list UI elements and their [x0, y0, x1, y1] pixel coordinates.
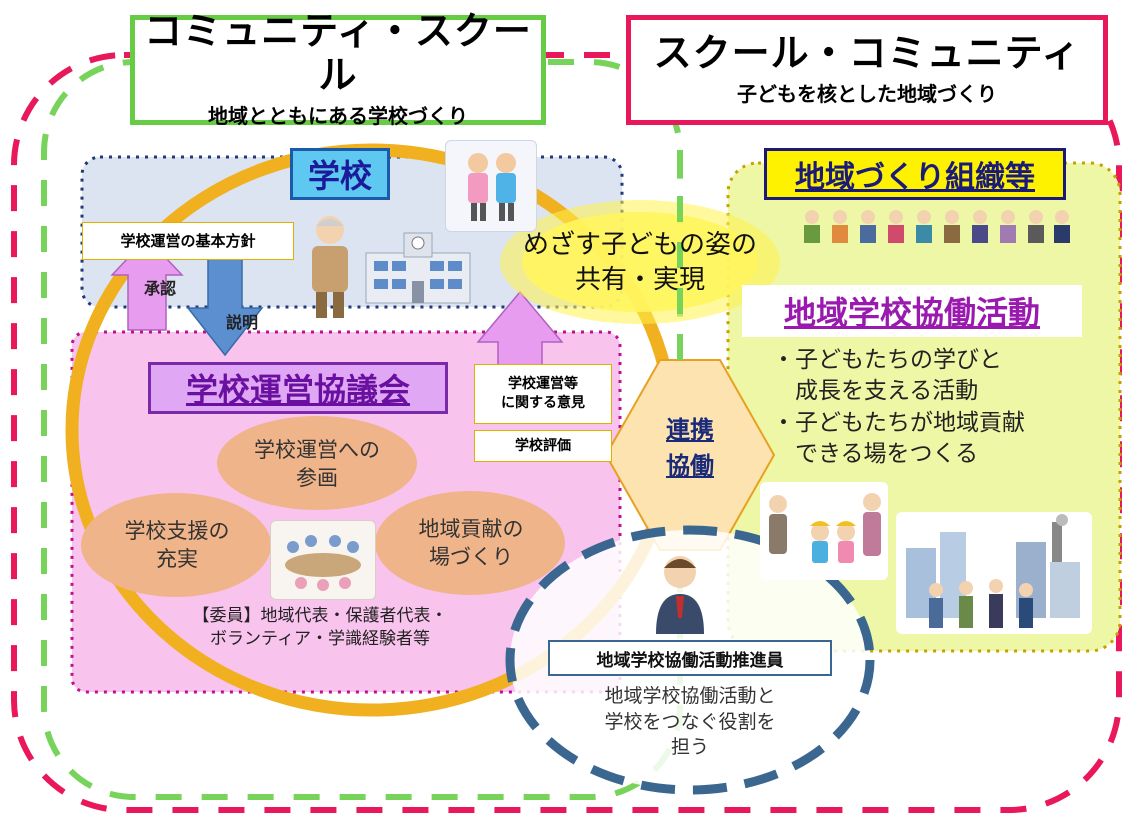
- shared-goal-text: めざす子どもの姿の 共有・実現: [522, 230, 757, 296]
- coordinator-description: 地域学校協働活動と 学校をつなぐ役割を 担う: [604, 685, 776, 759]
- principal-icon: [300, 212, 360, 320]
- council-members: 【委員】地域代表・保護者代表・ ボランティア・学識経験者等: [192, 606, 448, 649]
- oval-contribution: 地域貢献の 場づくり: [418, 516, 524, 569]
- meeting-icon: [270, 520, 376, 600]
- oval-contribution-bg: [375, 491, 565, 595]
- children-elders-icon: [760, 482, 888, 580]
- school-community-title: スクール・コミュニティ: [653, 31, 1081, 76]
- oval-support-bg: [81, 493, 271, 597]
- oval-support: 学校支援の 充実: [124, 518, 230, 571]
- region-label: 地域づくり組織等: [764, 148, 1066, 200]
- activity-bullet-2: ・子どもたちが地域貢献 できる場をつくる: [772, 410, 1025, 468]
- outer-magenta-dashed-frame: [11, 52, 1122, 813]
- school-community-subtitle: 子どもを核とした地域づくり: [737, 81, 997, 106]
- activity-title: 地域学校協働活動: [742, 285, 1082, 337]
- opinion-arrow: [476, 290, 564, 371]
- community-school-subtitle: 地域とともにある学校づくり: [208, 103, 468, 128]
- coordinator-icon: [650, 548, 710, 634]
- collaboration-label: 連携 協働: [666, 416, 714, 480]
- evaluation-box: 学校評価: [474, 430, 612, 462]
- coordinator-title: 地域学校協働活動推進員: [548, 640, 832, 676]
- community-people-icon: [800, 205, 1070, 245]
- oval-participation: 学校運営への 参画: [254, 437, 380, 490]
- activity-bullet-1: ・子どもたちの学びと 成長を支える活動: [772, 347, 1002, 405]
- community-school-title: コミュニティ・スクール: [144, 9, 532, 97]
- oval-participation-bg: [217, 416, 417, 510]
- council-label: 学校運営協議会: [148, 362, 448, 414]
- school-community-title-box: スクール・コミュニティ 子どもを核とした地域づくり: [626, 15, 1108, 125]
- policy-box: 学校運営の基本方針: [82, 222, 294, 260]
- explanation-label: 説明: [225, 313, 258, 332]
- school-building-icon: [362, 225, 474, 307]
- opinion-box: 学校運営等 に関する意見: [474, 364, 612, 424]
- community-school-title-box: コミュニティ・スクール 地域とともにある学校づくり: [130, 9, 546, 128]
- students-icon: [445, 140, 537, 232]
- approval-label: 承認: [143, 279, 176, 298]
- town-icon: [896, 512, 1092, 634]
- school-label: 学校: [290, 148, 390, 200]
